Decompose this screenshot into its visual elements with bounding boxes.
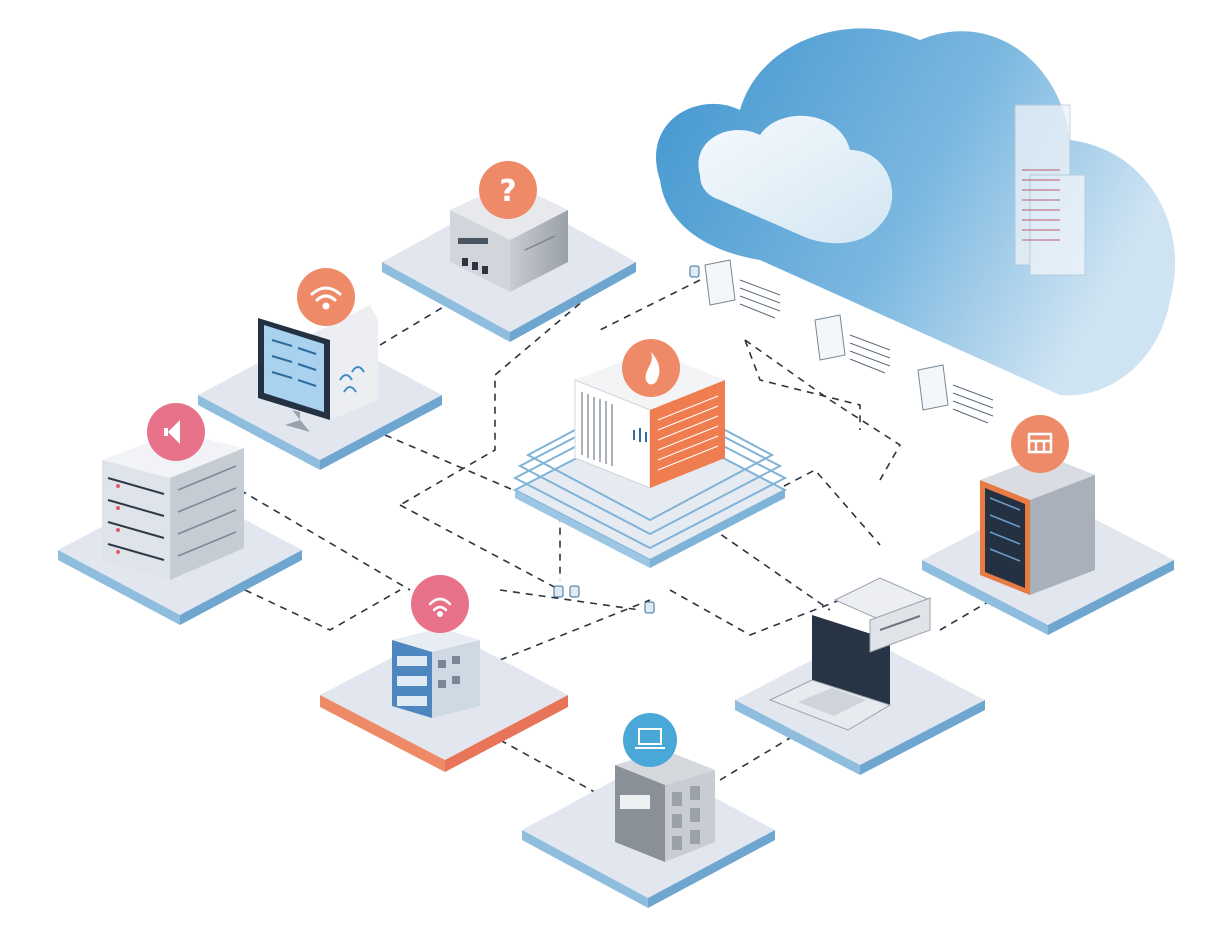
link-marker-icon <box>569 585 580 598</box>
connector <box>499 589 641 611</box>
printer-icon <box>833 577 932 653</box>
question-icon: ? <box>499 174 516 209</box>
badge-storage-box: ? <box>479 161 537 219</box>
cloud-shape <box>656 28 1176 396</box>
connection-lines <box>239 279 1001 796</box>
link-marker-icon <box>644 601 655 614</box>
connector <box>599 279 701 331</box>
connector <box>399 294 591 506</box>
badge-server-rack <box>147 403 205 461</box>
cloud-inner <box>698 115 893 244</box>
badge-hub <box>622 339 680 397</box>
wifi-icon <box>310 286 342 310</box>
laptop-icon <box>768 615 892 731</box>
cabinet-icon <box>1027 432 1053 454</box>
badge-monitor <box>297 268 355 326</box>
connector <box>699 519 831 611</box>
flame-icon <box>645 352 660 385</box>
connector <box>384 434 561 580</box>
connector <box>744 339 902 481</box>
hub-server-icon <box>574 350 725 489</box>
server-rack-icon <box>102 432 244 580</box>
connector <box>399 504 561 591</box>
signal-icon <box>428 597 452 618</box>
data-sheet-icon <box>917 364 994 424</box>
data-sheet-icon <box>704 259 781 319</box>
connector <box>379 299 456 346</box>
connector <box>244 589 401 631</box>
connector <box>744 339 861 430</box>
cloud-data-panel <box>1014 104 1086 276</box>
speaker-icon <box>164 420 180 444</box>
badge-cabinet <box>1011 415 1069 473</box>
connector <box>499 599 651 661</box>
building-icon <box>615 750 715 862</box>
connector <box>239 489 411 591</box>
cabinet-server-icon <box>980 455 1095 595</box>
data-sheets <box>704 259 994 424</box>
laptop-badge-icon <box>635 728 665 749</box>
switch-icon <box>392 628 480 718</box>
badge-switch <box>411 575 469 633</box>
connector <box>669 589 841 636</box>
badge-building <box>623 713 677 767</box>
link-marker-icon <box>553 585 564 598</box>
connector <box>499 739 601 796</box>
monitor-icon <box>258 305 378 432</box>
link-marker-icon <box>689 265 700 278</box>
data-sheet-icon <box>814 314 891 374</box>
cloud <box>656 28 1176 396</box>
